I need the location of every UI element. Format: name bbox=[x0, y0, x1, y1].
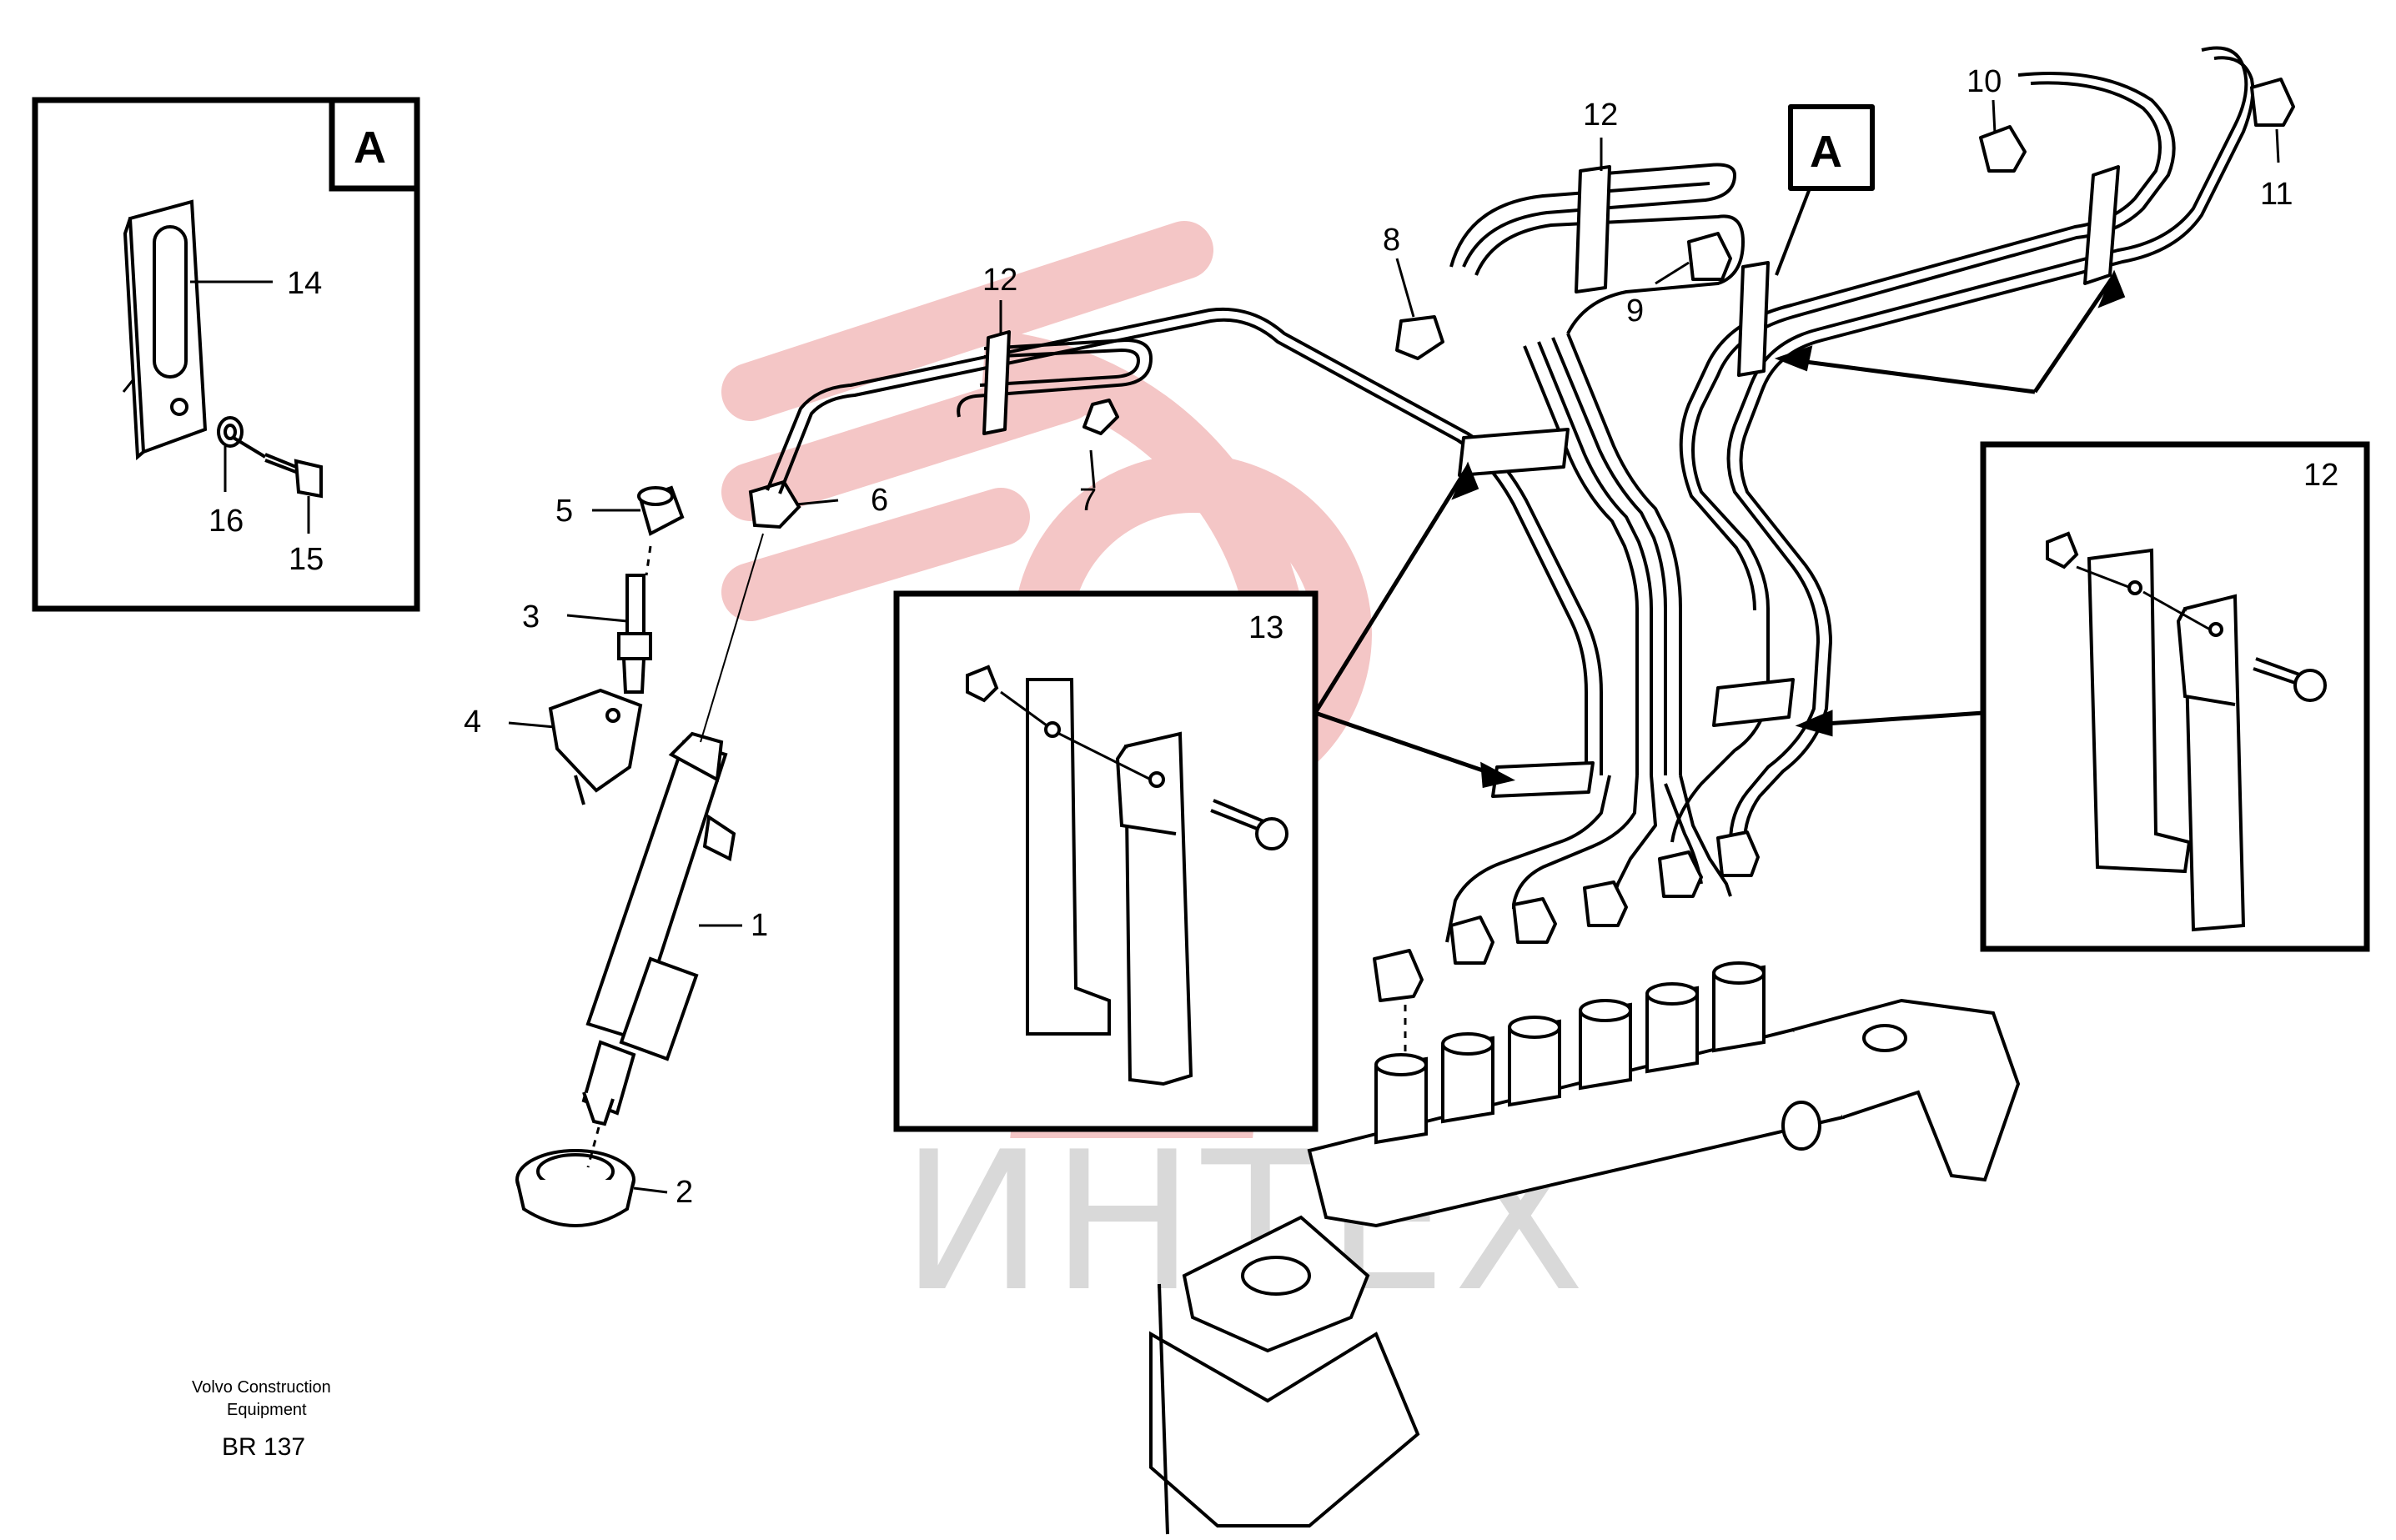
pointer-arrows bbox=[1313, 269, 2126, 789]
fuel-pipes bbox=[766, 46, 2295, 1002]
footer-code: BR 137 bbox=[222, 1433, 305, 1461]
injector-assembly bbox=[515, 479, 801, 1227]
callout-11: 11 bbox=[2260, 177, 2293, 212]
callout-16: 16 bbox=[208, 504, 244, 539]
nut-part-5 bbox=[637, 485, 685, 536]
injector-part-1 bbox=[581, 731, 736, 1126]
callout-6: 6 bbox=[871, 483, 888, 518]
pipe-leaders bbox=[999, 99, 2280, 489]
injector-leaders bbox=[508, 499, 839, 1194]
callout-10: 10 bbox=[1967, 64, 2002, 99]
callout-9: 9 bbox=[1626, 293, 1644, 329]
footer: Volvo Construction Equipment BR 137 bbox=[192, 1378, 331, 1461]
box-number-13: 13 bbox=[1248, 610, 1283, 645]
callout-12-left: 12 bbox=[982, 263, 1017, 298]
callout-3: 3 bbox=[522, 599, 540, 635]
box-letter-a-pipes: A bbox=[1810, 127, 1842, 177]
connector-part-3 bbox=[617, 574, 652, 694]
seal-part-2 bbox=[515, 1149, 635, 1227]
callout-1: 1 bbox=[751, 908, 768, 943]
box-number-12: 12 bbox=[2303, 458, 2338, 493]
callout-7: 7 bbox=[1079, 483, 1097, 518]
box-letter-a: A bbox=[354, 123, 386, 173]
callout-12-top: 12 bbox=[1583, 98, 1618, 133]
injection-pump bbox=[1149, 961, 2021, 1535]
callout-5: 5 bbox=[555, 494, 573, 529]
callout-2: 2 bbox=[676, 1175, 693, 1210]
detail-box-12: 12 bbox=[1980, 441, 2370, 952]
callout-15: 15 bbox=[289, 542, 324, 577]
footer-company-line2: Equipment bbox=[227, 1401, 307, 1419]
washer-part-16 bbox=[217, 416, 244, 448]
nut-part-6 bbox=[748, 479, 801, 529]
callout-8: 8 bbox=[1383, 223, 1400, 258]
footer-company-line1: Volvo Construction bbox=[192, 1378, 331, 1397]
callout-14: 14 bbox=[287, 266, 322, 301]
bracket-part-14 bbox=[123, 199, 208, 461]
detail-box-13: 13 bbox=[893, 590, 1319, 1132]
detail-box-a-top-left: A 14 16 15 bbox=[32, 97, 420, 612]
callout-4: 4 bbox=[464, 705, 481, 740]
bolt-part-15 bbox=[232, 436, 323, 499]
holder-part-4 bbox=[548, 688, 643, 805]
